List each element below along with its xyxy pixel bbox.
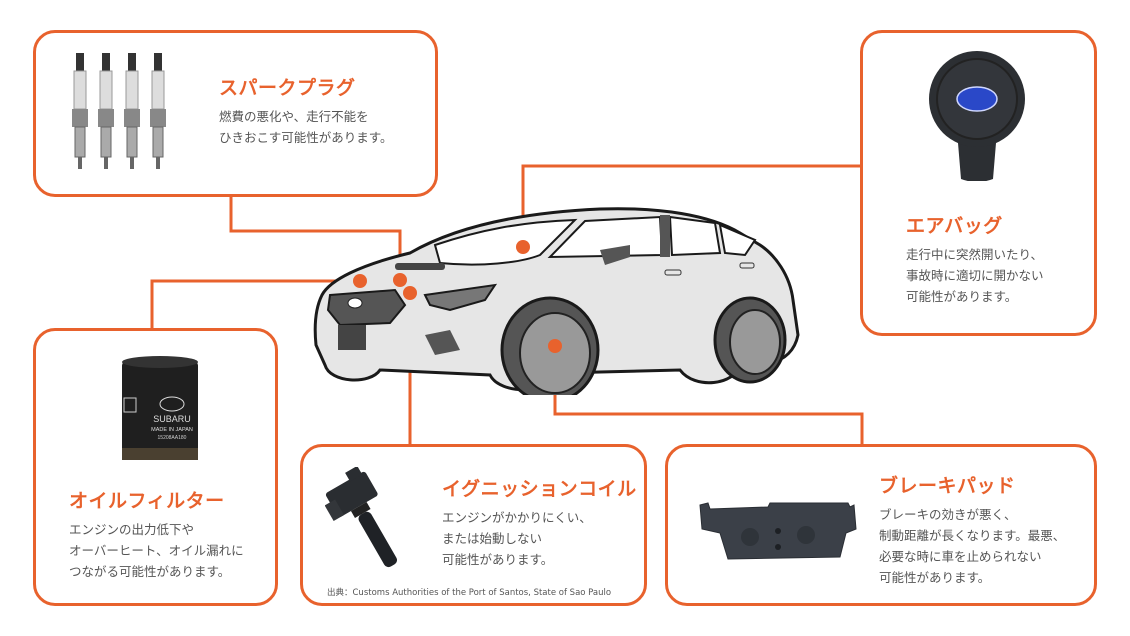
brake-pad-image bbox=[699, 502, 857, 560]
brake-pad-desc: ブレーキの効きが悪く、 制動距離が長くなります。最悪、 必要な時に車を止められな… bbox=[879, 507, 1066, 585]
image-source-credit: 出典：Customs Authorities of the Port of Sa… bbox=[327, 588, 612, 598]
oil-filter-image: SUBARU MADE IN JAPAN 15208AA180 bbox=[122, 356, 198, 460]
oil-filter-desc: エンジンの出力低下や オーバーヒート、オイル漏れに つながる可能性があります。 bbox=[69, 522, 244, 579]
spark-plug-image bbox=[72, 53, 166, 169]
ignition-coil-title: イグニッションコイル bbox=[442, 478, 637, 500]
spark-plug-title: スパークプラグ bbox=[219, 77, 356, 99]
brake-pad-card: ブレーキパッド ブレーキの効きが悪く、 制動距離が長くなります。最悪、 必要な時… bbox=[665, 444, 1097, 606]
airbag-card: エアバッグ 走行中に突然開いたり、 事故時に適切に開かない 可能性があります。 bbox=[860, 30, 1097, 336]
oil-filter-title: オイルフィルター bbox=[69, 490, 225, 512]
airbag-desc: 走行中に突然開いたり、 事故時に適切に開かない 可能性があります。 bbox=[906, 247, 1044, 304]
spark-plug-desc: 燃費の悪化や、走行不能を ひきおこす可能性があります。 bbox=[219, 109, 393, 145]
airbag-image bbox=[929, 51, 1025, 181]
ignition-coil-image bbox=[325, 467, 397, 568]
spark-plug-card: スパークプラグ 燃費の悪化や、走行不能を ひきおこす可能性があります。 bbox=[33, 30, 438, 197]
ignition-coil-desc: エンジンがかかりにくい、 または始動しない 可能性があります。 bbox=[442, 510, 592, 567]
ignition-coil-card: イグニッションコイル エンジンがかかりにくい、 または始動しない 可能性がありま… bbox=[300, 444, 647, 606]
svg-text:15208AA180: 15208AA180 bbox=[158, 435, 187, 441]
oil-filter-card: SUBARU MADE IN JAPAN 15208AA180 オイルフィルター… bbox=[33, 328, 278, 606]
brake-pad-title: ブレーキパッド bbox=[879, 475, 1016, 497]
svg-text:SUBARU: SUBARU bbox=[153, 414, 191, 424]
svg-text:MADE IN JAPAN: MADE IN JAPAN bbox=[151, 427, 193, 433]
airbag-title: エアバッグ bbox=[906, 215, 1003, 237]
car-illustration bbox=[313, 207, 800, 395]
